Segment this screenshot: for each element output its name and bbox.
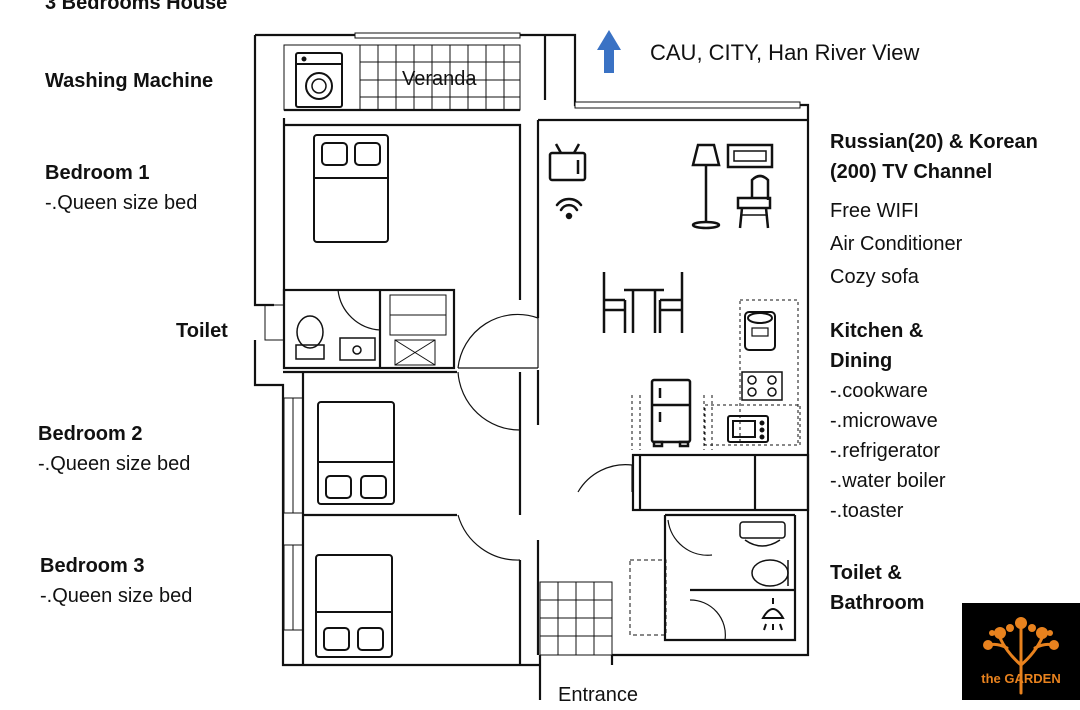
inner-walls (282, 101, 810, 700)
entrance-label: Entrance (558, 684, 639, 706)
bedroom-1-label: Bedroom 1 (45, 162, 150, 184)
kitchen-item: -.refrigerator (830, 440, 941, 462)
tv-channel-line-2: (200) TV Channel (830, 161, 993, 183)
kitchen-item: -.water boiler (830, 470, 946, 492)
bedroom-2-label: Bedroom 2 (38, 423, 143, 445)
page-title: 3 Bedrooms House (45, 0, 228, 14)
outer-walls (253, 33, 810, 667)
left-windows (264, 304, 304, 631)
kitchen-item: -.toaster (830, 500, 904, 522)
bedroom-1-bed: -.Queen size bed (45, 192, 198, 214)
kitchen-heading-1: Kitchen & (830, 320, 924, 342)
washing-machine-icon (295, 52, 343, 108)
veranda-area (283, 32, 521, 111)
bed-icon (313, 134, 389, 243)
amenity-item: Free WIFI (830, 200, 919, 222)
bed-icon (315, 554, 393, 658)
amenity-item: Cozy sofa (830, 266, 919, 288)
bedroom-3-bed: -.Queen size bed (40, 585, 193, 607)
washing-machine-label: Washing Machine (45, 70, 214, 92)
stove-icon (741, 371, 783, 401)
toilet-icon (295, 294, 447, 366)
kitchen-item: -.cookware (830, 380, 928, 402)
amenity-item: Air Conditioner (830, 233, 963, 255)
floor-lamp-icon (691, 143, 721, 230)
logo-text: the GARDEN (981, 671, 1061, 686)
bathroom-line-2: Bathroom (830, 592, 925, 614)
tv-channel-line-1: Russian(20) & Korean (830, 131, 1038, 153)
shower-icon (761, 598, 785, 631)
picture-frame-icon (726, 143, 774, 169)
bedroom-2-bed: -.Queen size bed (38, 453, 191, 475)
view-label: CAU, CITY, Han River View (650, 40, 920, 65)
veranda-label: Veranda (402, 68, 477, 90)
armchair-icon (736, 174, 772, 229)
bedroom-3-label: Bedroom 3 (40, 555, 145, 577)
garden-logo: the GARDEN (962, 603, 1080, 700)
toilet-icon (739, 521, 789, 587)
dining-table-icon (602, 272, 684, 333)
north-arrow-icon (597, 30, 621, 73)
kitchen-heading-2: Dining (830, 350, 893, 372)
bathroom-line-1: Toilet & (830, 562, 902, 584)
refrigerator-icon (631, 378, 713, 450)
kitchen-item: -.microwave (830, 410, 938, 432)
microwave-icon (727, 415, 769, 443)
wifi-icon (555, 197, 583, 220)
door-swings (337, 289, 726, 641)
rice-cooker-icon (744, 311, 776, 351)
tree-logo-icon (983, 617, 1059, 695)
tv-icon (548, 143, 587, 182)
bed-icon (317, 401, 395, 505)
toilet-label: Toilet (176, 320, 228, 342)
